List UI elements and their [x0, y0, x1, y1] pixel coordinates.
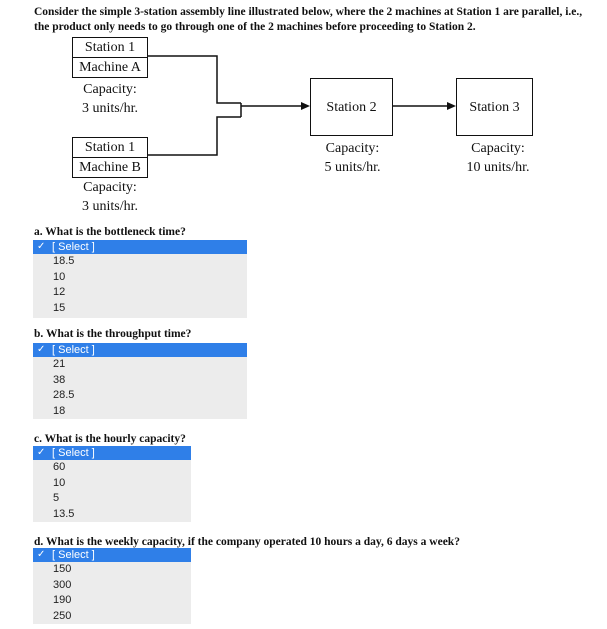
station-3-label: Station 3 [469, 99, 520, 115]
question-b-option[interactable]: 38 [53, 373, 66, 386]
checkmark-icon: ✓ [37, 549, 46, 560]
question-c-option[interactable]: 10 [53, 476, 66, 489]
question-c-selected-label: [ Select ] [52, 447, 95, 459]
question-d-label: d. What is the weekly capacity, if the c… [34, 536, 460, 548]
question-a-option[interactable]: 18.5 [53, 255, 75, 267]
assembly-line-diagram: Station 1 Machine A Capacity: 3 units/hr… [0, 0, 607, 230]
question-a-option[interactable]: 15 [53, 301, 66, 314]
question-c-option[interactable]: 13.5 [53, 507, 75, 520]
station-3-capacity-value: 10 units/hr. [466, 160, 530, 175]
question-b-label: b. What is the throughput time? [34, 328, 192, 340]
question-c-option[interactable]: 5 [53, 492, 60, 504]
station-2-label: Station 2 [326, 99, 377, 115]
question-d-option[interactable]: 150 [53, 563, 72, 575]
machine-b-label: Machine B [79, 160, 141, 175]
station-2-capacity: Capacity: 5 units/hr. [305, 139, 400, 177]
question-b-selected-option[interactable]: ✓ [ Select ] [33, 343, 247, 357]
machine-a-capacity-label: Capacity: [83, 82, 137, 97]
question-d-option[interactable]: 250 [53, 609, 72, 622]
question-a-label: a. What is the bottleneck time? [34, 226, 186, 238]
diagram-connectors [148, 55, 456, 156]
question-d-option[interactable]: 190 [53, 594, 72, 606]
station-2-capacity-label: Capacity: [325, 141, 380, 156]
question-a-selected-label: [ Select ] [52, 241, 95, 253]
question-c-label: c. What is the hourly capacity? [34, 433, 186, 445]
question-b-option[interactable]: 21 [53, 358, 66, 370]
station-3-capacity: Capacity: 10 units/hr. [452, 139, 544, 177]
question-c-selected-option[interactable]: ✓ [ Select ] [33, 446, 191, 460]
question-c-option[interactable]: 60 [53, 461, 66, 473]
question-a-option[interactable]: 12 [53, 286, 66, 298]
question-a-selected-option[interactable]: ✓ [ Select ] [33, 240, 247, 254]
checkmark-icon: ✓ [37, 447, 46, 458]
question-d-selected-label: [ Select ] [52, 549, 95, 561]
station-2-capacity-value: 5 units/hr. [324, 160, 381, 175]
checkmark-icon: ✓ [37, 241, 46, 252]
machine-b-capacity: Capacity: 3 units/hr. [72, 178, 148, 216]
machine-a-capacity: Capacity: 3 units/hr. [72, 80, 148, 118]
question-b-option[interactable]: 28.5 [53, 389, 75, 401]
question-b-option[interactable]: 18 [53, 404, 66, 417]
question-c-dropdown[interactable]: ✓ [ Select ] 60 10 5 13.5 [33, 446, 191, 522]
machine-a-capacity-value: 3 units/hr. [81, 101, 138, 116]
question-d-selected-option[interactable]: ✓ [ Select ] [33, 548, 191, 562]
machine-b-station-label: Station 1 [73, 138, 147, 158]
question-b-dropdown[interactable]: ✓ [ Select ] 21 38 28.5 18 [33, 343, 247, 419]
machine-b-capacity-value: 3 units/hr. [81, 199, 138, 214]
machine-a-box: Station 1 Machine A [72, 37, 148, 78]
machine-b-capacity-label: Capacity: [83, 180, 137, 195]
checkmark-icon: ✓ [37, 344, 46, 355]
question-b-selected-label: [ Select ] [52, 344, 95, 356]
station-3-box: Station 3 [456, 78, 533, 136]
question-d-option[interactable]: 300 [53, 578, 72, 591]
question-intro: Consider the simple 3-station assembly l… [34, 6, 583, 33]
question-a-option[interactable]: 10 [53, 270, 66, 283]
station-3-capacity-label: Capacity: [471, 141, 525, 156]
question-d-dropdown[interactable]: ✓ [ Select ] 150 300 190 250 [33, 548, 191, 624]
machine-a-station-label: Station 1 [73, 38, 147, 58]
machine-b-box: Station 1 Machine B [72, 137, 148, 178]
machine-a-label: Machine A [79, 60, 141, 75]
station-2-box: Station 2 [310, 78, 393, 136]
question-a-dropdown[interactable]: ✓ [ Select ] 18.5 10 12 15 [33, 240, 247, 318]
